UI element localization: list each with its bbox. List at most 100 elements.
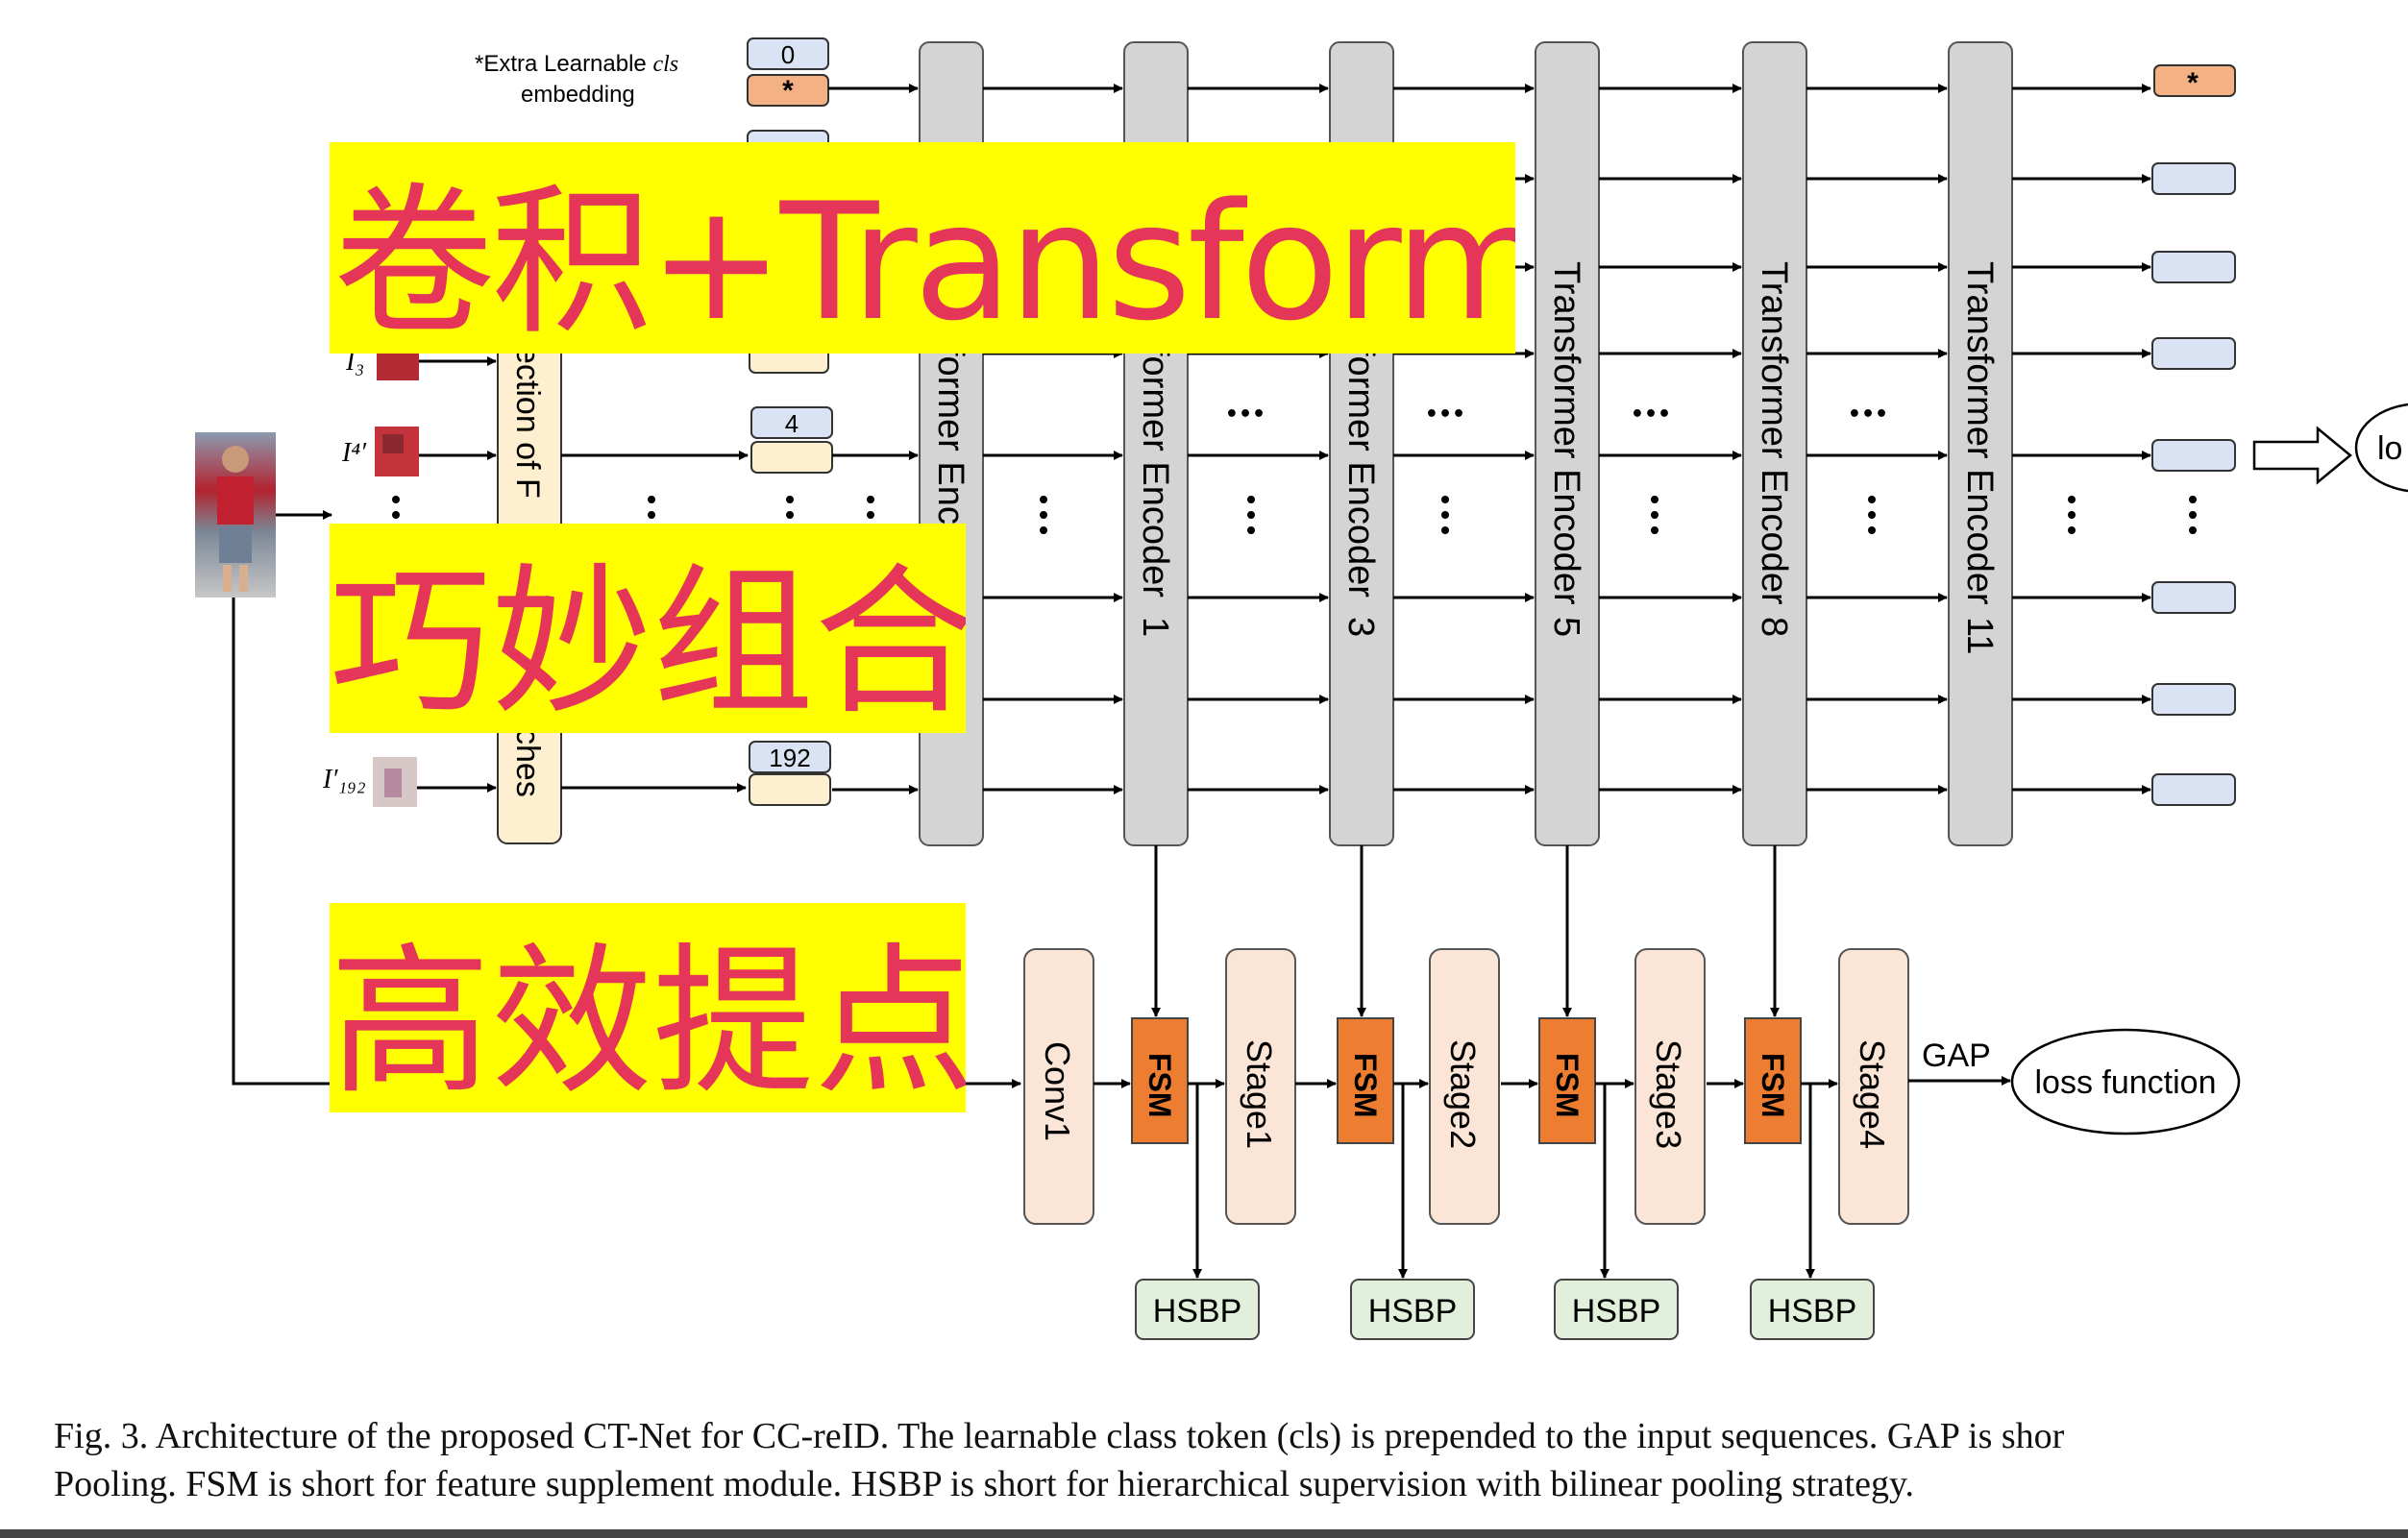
- position-token-192-label: 192: [769, 744, 810, 772]
- vertical-dot-2-2: [1441, 526, 1449, 534]
- vertical-dot-3-1: [1651, 511, 1659, 519]
- hsbp-label-1: HSBP: [1153, 1293, 1242, 1330]
- output-token-4: [2151, 439, 2236, 472]
- hsbp-label-2: HSBP: [1368, 1293, 1458, 1330]
- stage-block-1: [1225, 948, 1296, 1225]
- patch-thumbnail-192: [373, 757, 417, 807]
- vertical-dot-2-1: [1441, 511, 1449, 519]
- encoder-label-3: former Encoder: [1340, 346, 1381, 598]
- fsm-block-2: [1337, 1017, 1394, 1144]
- encoder-label-5: Transformer Encoder: [1754, 261, 1794, 605]
- stage-label-2: Stage2: [1443, 1039, 1483, 1149]
- vertical-dot-5-2: [2068, 526, 2076, 534]
- encoder-label-6: Transformer Encoder: [1959, 261, 2000, 605]
- cls-embedding-label-line1: *Extra Learnable cls: [475, 51, 678, 77]
- to-hsbp-arrow-4: [1805, 1082, 1815, 1279]
- top-loss-label: lo: [2377, 430, 2402, 467]
- overlay-banner-1: 卷积+Transformer: [330, 142, 1515, 354]
- encoder-index-4: 5: [1546, 617, 1586, 637]
- top-loss-ellipse: [2354, 403, 2408, 493]
- stage-label-3: Stage3: [1649, 1039, 1688, 1149]
- vertical-dot-4-2: [1868, 526, 1876, 534]
- patch-token-4: [750, 441, 833, 474]
- output-token-6: [2151, 683, 2236, 716]
- to-hsbp-arrow-2: [1397, 1082, 1408, 1279]
- position-token-0-label: 0: [781, 40, 795, 69]
- output-hollow-arrow: [2252, 426, 2352, 485]
- loss-function-label: loss function: [2035, 1064, 2217, 1101]
- encoder-index-5: 8: [1754, 617, 1794, 637]
- output-cls-star: *: [2187, 67, 2199, 99]
- output-token-1: [2151, 162, 2236, 195]
- encoder-index-6: 11: [1959, 617, 2000, 654]
- position-token-0: [747, 37, 829, 70]
- figure-caption: Fig. 3. Architecture of the proposed CT-…: [54, 1412, 2398, 1508]
- encoder-index-2: 1: [1135, 617, 1175, 637]
- patch-token-192: [749, 773, 831, 806]
- output-cls-token: [2153, 64, 2236, 97]
- vertical-dot-6-1: [2189, 511, 2197, 519]
- conv1-label: Conv1: [1038, 1041, 1077, 1141]
- encoder-label-1: former Enc: [930, 346, 971, 525]
- encoder-label-2: former Encoder: [1135, 346, 1175, 598]
- output-tokens: [2151, 64, 2236, 806]
- stage-block-4: [1838, 948, 1909, 1225]
- vertical-dot-1-2: [1247, 526, 1255, 534]
- vertical-dot-3-2: [1651, 526, 1659, 534]
- fsm-block-1: [1131, 1017, 1189, 1144]
- stage-block-3: [1634, 948, 1706, 1225]
- fsm-label-2: FSM: [1348, 1053, 1383, 1118]
- overlay-banner-2: 巧妙组合: [330, 524, 966, 733]
- vertical-dot-3-0: [1651, 496, 1659, 503]
- vertical-dot-6-2: [2189, 526, 2197, 534]
- hsbp-block-3: [1554, 1279, 1679, 1340]
- to-hsbp-arrow-3: [1599, 1082, 1609, 1279]
- encoder-index-3: 3: [1340, 617, 1381, 637]
- position-token-4: [750, 406, 833, 439]
- hsbp-block-4: [1750, 1279, 1875, 1340]
- output-token-7: [2151, 773, 2236, 806]
- vertical-dot-5-0: [2068, 496, 2076, 503]
- fsm-label-4: FSM: [1756, 1053, 1790, 1118]
- horizontal-ellipsis-4: •••: [1848, 403, 1888, 427]
- output-token-5: [2151, 581, 2236, 614]
- hsbp-block-1: [1135, 1279, 1260, 1340]
- fsm-block-3: [1538, 1017, 1596, 1144]
- vertical-dot-4-1: [1868, 511, 1876, 519]
- patch-label-3: I₃: [345, 347, 364, 377]
- cls-token: [747, 74, 829, 107]
- position-token-192: [749, 741, 831, 773]
- encoder-label-4: Transformer Encoder: [1546, 261, 1586, 605]
- to-hsbp-arrow-1: [1192, 1082, 1202, 1279]
- output-token-3: [2151, 337, 2236, 370]
- vertical-dot-5-1: [2068, 511, 2076, 519]
- vertical-dot-4-0: [1868, 496, 1876, 503]
- fsm-block-4: [1744, 1017, 1802, 1144]
- cls-token-star: *: [782, 75, 794, 107]
- fsm-label-1: FSM: [1143, 1053, 1177, 1118]
- overlay-banner-3: 高效提点: [330, 903, 966, 1112]
- vertical-dot-0-2: [1040, 526, 1047, 534]
- patch-label-4: I⁴′: [341, 438, 367, 468]
- input-person-image: [195, 432, 276, 598]
- hsbp-label-4: HSBP: [1768, 1293, 1857, 1330]
- loss-function-ellipse: [2010, 1028, 2241, 1135]
- caption-line-2: Pooling. FSM is short for feature supple…: [54, 1464, 1914, 1504]
- conv1-block: [1023, 948, 1094, 1225]
- vertical-dot-0-0: [1040, 496, 1047, 503]
- hsbp-label-3: HSBP: [1572, 1293, 1661, 1330]
- vertical-dot-1-1: [1247, 511, 1255, 519]
- horizontal-ellipsis-2: •••: [1425, 403, 1465, 427]
- vertical-dot-2-0: [1441, 496, 1449, 503]
- projection-label-part2: ches: [509, 728, 546, 797]
- gap-label: GAP: [1922, 1038, 1991, 1074]
- cls-embedding-label-line2: embedding: [521, 82, 635, 108]
- vertical-dot-0-1: [1040, 511, 1047, 519]
- output-token-2: [2151, 251, 2236, 283]
- horizontal-ellipsis-1: •••: [1225, 403, 1265, 427]
- caption-line-1: Fig. 3. Architecture of the proposed CT-…: [54, 1416, 2065, 1456]
- stage-label-1: Stage1: [1240, 1039, 1279, 1149]
- projection-label-part1: ection of F: [509, 346, 546, 499]
